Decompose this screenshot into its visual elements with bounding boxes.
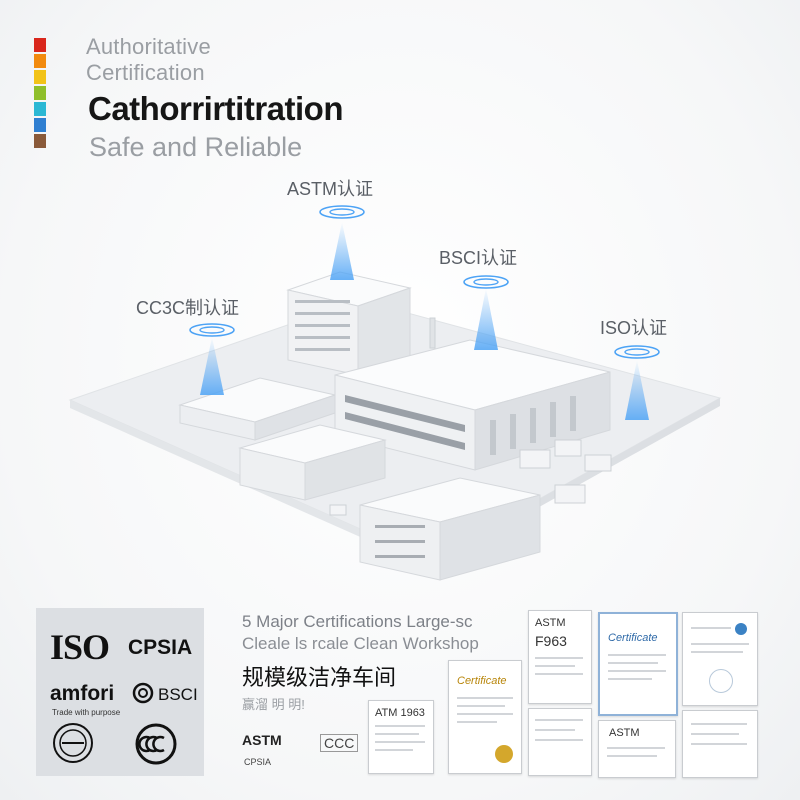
tower-building (286, 271, 412, 376)
pin-label-ccc: CC3C制认证 (136, 298, 240, 318)
seal-icon (709, 669, 733, 693)
swatch-brown (34, 134, 46, 148)
headline: Cathorrirtitration (88, 90, 344, 127)
certificate-doc[interactable] (682, 710, 758, 778)
auth-line-2: Certification (86, 60, 205, 85)
doc-title: ASTM (535, 617, 566, 629)
promo-cpsia-label: CPSIA (244, 757, 272, 767)
promo-line-2: Cleale ls rcale Clean Workshop (242, 634, 479, 653)
doc-title: ASTM (609, 727, 640, 739)
promo-line-3: 规模级洁净车间 (242, 666, 397, 691)
pin-label-iso: ISO认证 (600, 318, 668, 338)
swatch-yellow (34, 70, 46, 84)
seal-icon (495, 745, 513, 763)
swatch-orange (34, 54, 46, 68)
bsci-logo: BSCI (158, 685, 198, 704)
doc-title: ATM 1963 (375, 707, 425, 719)
certificate-doc[interactable] (528, 708, 592, 776)
containers (329, 439, 612, 516)
swatch-green (34, 86, 46, 100)
promo-line-1: 5 Major Certifications Large-sc (242, 612, 473, 631)
promo-block: 5 Major Certifications Large-sc Cleale l… (242, 612, 524, 782)
authoritative-certification: Authoritative Certification (86, 34, 211, 86)
certificate-doc[interactable]: Certificate (448, 660, 522, 774)
certificate-doc[interactable]: ASTM (598, 720, 676, 778)
swatch-red (34, 38, 46, 52)
certificate-doc[interactable]: ASTM F963 (528, 610, 592, 704)
promo-ccc-label: CCC (320, 734, 359, 752)
signal-beam-ccc (189, 323, 235, 395)
doc-code: F963 (535, 633, 567, 649)
badge-icon (735, 623, 747, 635)
promo-line-4: 赢溜 明 明! (242, 697, 305, 712)
left-long-building (178, 377, 337, 441)
factory-scene (68, 205, 722, 581)
front-building (359, 477, 541, 581)
certificate-doc[interactable]: Certificate (598, 612, 678, 716)
ccc-seal-icon (134, 722, 178, 766)
astm-seal-icon (52, 722, 94, 764)
pin-label-bsci: BSCI认证 (439, 248, 518, 268)
promo-astm-label: ASTM (242, 732, 282, 748)
signal-beam-iso (614, 345, 660, 420)
swatch-cyan (34, 102, 46, 116)
subheadline: Safe and Reliable (89, 132, 303, 162)
doc-title: Certificate (457, 675, 507, 687)
auth-line-1: Authoritative (86, 34, 211, 59)
bsci-symbol-icon (132, 682, 154, 704)
signal-beam-astm (319, 205, 365, 280)
pin-label-astm: ASTM认证 (287, 179, 374, 199)
color-strip (34, 38, 46, 150)
amfori-logo: amfori (50, 682, 115, 705)
cpsia-logo: CPSIA (128, 636, 193, 659)
certificate-doc[interactable] (682, 612, 758, 706)
mid-building (238, 424, 387, 501)
certification-logo-panel: ISO CPSIA amfori BSCI Trade with purpose (36, 608, 204, 776)
swatch-blue (34, 118, 46, 132)
amfori-tagline: Trade with purpose (52, 708, 121, 717)
certificate-doc[interactable]: ATM 1963 (368, 700, 434, 774)
doc-title: Certificate (608, 632, 658, 644)
main-building (334, 317, 611, 471)
iso-logo: ISO (50, 627, 110, 667)
signal-beam-bsci (463, 275, 509, 350)
